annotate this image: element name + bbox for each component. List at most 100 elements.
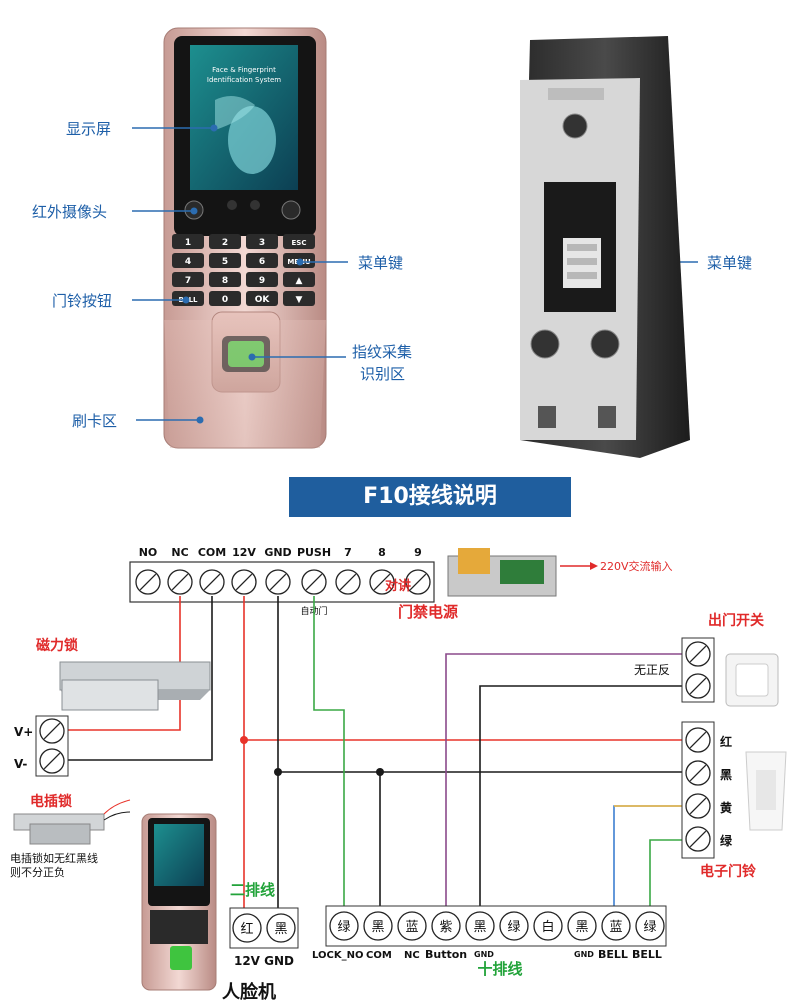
bell-color-yellow: 黄 [720,800,732,815]
callout-fingerprint-zone: 指纹采集 [352,343,412,361]
exit-switch-screw [685,673,711,699]
keypad-key[interactable]: ▼ [283,291,315,306]
callout-fingerprint-zone-2: 识别区 [360,365,405,383]
exit-switch-title: 出门开关 [708,612,764,629]
keypad-key[interactable]: 0 [209,291,241,306]
terminal-screw [167,569,193,595]
terminal-top-screws [135,569,431,595]
maglock-title: 磁力锁 [36,637,78,654]
keypad-key[interactable]: 3 [246,234,278,249]
two-row-labels: 12V GND [234,954,294,968]
ten-row-cell: 绿 [635,911,665,941]
maglock-screw [39,748,65,774]
keypad-key-label: 6 [259,257,265,267]
keypad-key-label: ▲ [296,276,303,286]
ten-row-labels: LOCK_NO COM NC Button GND GND BELL BELL [312,948,662,961]
front-device: Face & Fingerprint Identification System… [163,27,327,449]
bell-screw [685,760,711,786]
ten-row-button-label: Button [425,948,467,961]
ten-row-cell-label: 黑 [473,920,486,935]
keypad-key-label: 3 [259,238,265,248]
power-supply-board [447,548,557,597]
doorbell-image [745,751,787,831]
keypad-key-label: 0 [222,295,228,305]
keypad-key[interactable]: 7 [172,272,204,287]
ten-row-cell: 绿 [329,911,359,941]
ten-row-cell: 黑 [465,911,495,941]
face-scan-icon [228,106,276,174]
term-label-7: 7 [344,546,352,559]
exit-switch-screw [685,641,711,667]
ten-row-bell-1: BELL [598,948,628,961]
keypad-key-label: 7 [185,276,191,286]
keypad-key[interactable]: OK [246,291,278,306]
term-label-com: COM [198,546,226,559]
ten-row-cell-label: 绿 [643,920,656,935]
keypad-key[interactable]: 1 [172,234,204,249]
keypad-key[interactable]: 5 [209,253,241,268]
term-label-push: PUSH [297,546,331,559]
terminal-screw [265,569,291,595]
face-machine-label: 人脸机 [222,981,276,1003]
callout-doorbell-button: 门铃按钮 [52,292,112,310]
ten-row-gnd-2: GND [574,950,594,959]
terminal-screw [335,569,361,595]
terminal-top-labels: NO NC COM 12V GND PUSH 7 8 9 [139,546,422,559]
screen-line-2: Identification System [207,76,281,84]
term-label-gnd: GND [264,546,291,559]
ten-row-cell-label: 蓝 [405,920,418,935]
bell-screw [685,793,711,819]
ten-row-cell: 白 [533,911,563,941]
terminal-screw [369,569,395,595]
callout-menu-key: 菜单键 [358,254,403,272]
ten-row-gnd-1: GND [474,950,494,959]
term-label-12v: 12V [232,546,256,559]
bell-color-black: 黑 [720,768,732,782]
ir-camera-right-icon [281,200,301,220]
doorbell-title: 电子门铃 [700,863,756,880]
keypad-key-label: 9 [259,276,265,286]
keypad-key-label: 4 [185,257,191,267]
keypad-key-label: 1 [185,238,191,248]
back-device [520,36,690,458]
elock-note-2: 则不分正负 [10,865,65,879]
two-row-title: 二排线 [230,881,275,899]
term-label-8: 8 [378,546,386,559]
ten-row-cell: 黑 [363,911,393,941]
wiring-banner: F10接线说明 [289,477,571,517]
two-row-cell: 黑 [266,913,296,943]
bell-color-red: 红 [720,734,732,749]
two-row-cell: 红 [232,913,262,943]
keypad-key[interactable]: 6 [246,253,278,268]
maglock-screws [39,718,65,774]
keypad-key[interactable]: ▲ [283,272,315,287]
ten-row-cell-label: 绿 [337,920,350,935]
terminal-screw [199,569,225,595]
face-machine-image [141,813,217,991]
exit-switch-screws [685,641,711,699]
ten-row-bell-2: BELL [632,948,662,961]
bell-screw [685,826,711,852]
exit-switch-image [725,653,779,707]
keypad-key[interactable]: ESC [283,234,315,249]
callout-card-area: 刷卡区 [72,412,117,430]
keypad-key-label: 2 [222,238,228,248]
keypad-key[interactable]: 2 [209,234,241,249]
ten-row-title: 十排线 [477,960,522,978]
camera-lens-icon [227,200,237,210]
wire-junctions [240,736,384,776]
ten-row-cell-label: 黑 [575,920,588,935]
maglock-v-plus: V+ [14,725,33,739]
callout-display: 显示屏 [66,120,111,138]
elock-title: 电插锁 [30,793,72,810]
keypad-key[interactable]: 4 [172,253,204,268]
terminal-screw [135,569,161,595]
ten-row-cell: 蓝 [601,911,631,941]
maglock-v-minus: V- [14,757,27,771]
ten-row-cells: 绿黑蓝紫黑绿白黑蓝绿 [329,911,665,941]
keypad-key[interactable]: 9 [246,272,278,287]
terminal-screw [231,569,257,595]
ten-row-nc-label: NC [404,950,420,961]
keypad-key[interactable]: 8 [209,272,241,287]
power-input-label: 220V交流输入 [600,559,673,573]
